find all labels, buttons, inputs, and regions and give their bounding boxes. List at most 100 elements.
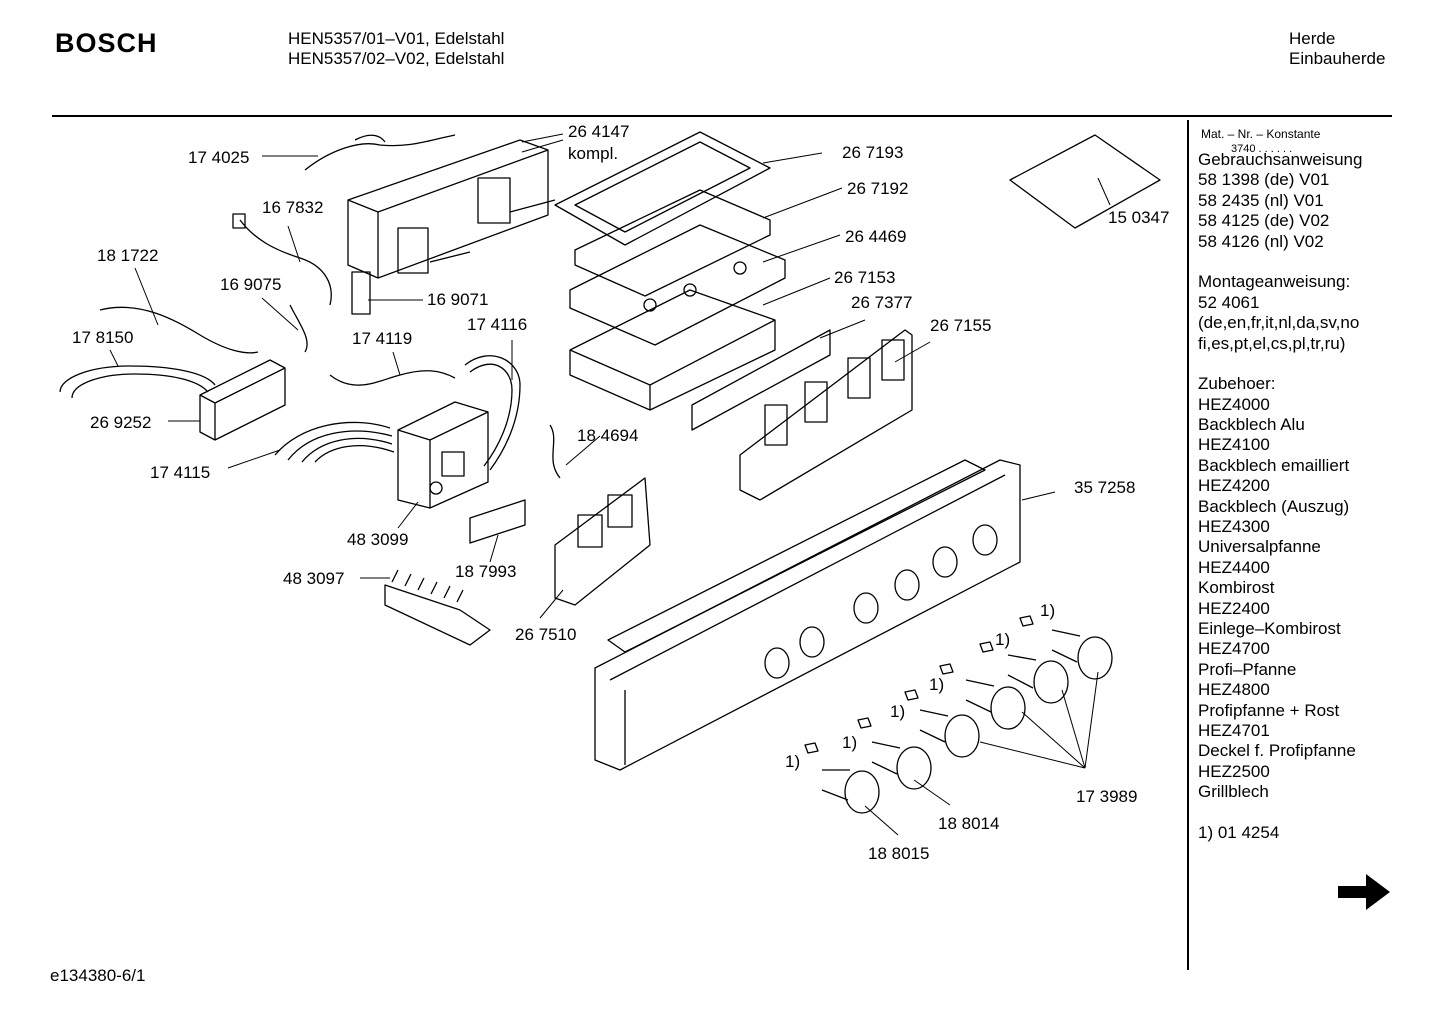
part-label: 26 7193 — [842, 143, 903, 162]
cap-part — [1019, 615, 1034, 627]
header-divider — [52, 115, 1392, 117]
leader-lines — [109, 133, 1111, 836]
terminal-pins — [391, 569, 464, 603]
exploded-parts-diagram: 26 4147 kompl. 17 4025 16 7832 18 1722 1… — [59, 122, 1169, 863]
frame-part — [554, 131, 771, 246]
knob-shaft — [965, 679, 995, 713]
sidebar-info: Gebrauchsanweisung 58 1398 (de) V01 58 2… — [1198, 150, 1362, 843]
cap-part — [904, 689, 919, 701]
sidebar-line: Zubehoer: — [1198, 374, 1276, 394]
drawing-code: e134380-6/1 — [50, 966, 146, 985]
part-label: 17 4115 — [150, 463, 210, 482]
sidebar-line: 58 4126 (nl) V02 — [1198, 231, 1324, 251]
sidebar-line: Backblech (Auszug) — [1198, 496, 1350, 516]
sidebar-gap — [1198, 252, 1362, 272]
cable-part — [287, 430, 393, 461]
sidebar-line: 52 4061 — [1198, 292, 1260, 312]
housing-edge — [569, 319, 776, 410]
module-window — [441, 451, 465, 477]
part-label: 18 7993 — [455, 562, 516, 581]
sidebar-line: 58 4125 (de) V02 — [1198, 211, 1330, 231]
part-label: 18 8014 — [938, 814, 999, 833]
cable-part — [469, 363, 513, 467]
connector — [232, 213, 246, 229]
knob-hole — [932, 546, 958, 578]
part-label: 18 4694 — [577, 426, 638, 445]
knob-hole — [972, 524, 998, 556]
knob-shaft — [1007, 654, 1037, 689]
part-label: 17 8150 — [72, 328, 133, 347]
part-label: 35 7258 — [1074, 478, 1135, 497]
cable-part — [329, 370, 456, 386]
sidebar-line: HEZ4000 — [1198, 394, 1270, 414]
category-line-2: Einbauherde — [1289, 49, 1386, 68]
part-label: 17 3989 — [1076, 787, 1137, 806]
mount-hole — [643, 298, 657, 312]
cap-part — [804, 742, 819, 754]
bracket-part — [739, 329, 913, 501]
cable-part — [274, 421, 391, 456]
bracket-part — [554, 477, 651, 606]
knob — [1033, 660, 1069, 704]
brand-logo: BOSCH — [55, 28, 158, 58]
switch-block — [397, 227, 429, 274]
cable-part — [99, 306, 259, 354]
cable-part — [71, 373, 209, 399]
part-label: 17 4025 — [188, 148, 249, 167]
cable-part — [301, 437, 393, 463]
part-label: 18 8015 — [868, 844, 929, 863]
panel-trim — [607, 459, 986, 653]
sidebar-line: Universalpfanne — [1198, 537, 1321, 557]
part-label: 1) — [890, 702, 905, 721]
knob-hole — [894, 569, 920, 601]
sidebar-line: Montageanweisung: — [1198, 272, 1351, 292]
sidebar-gap — [1198, 803, 1362, 823]
part-label: 16 9075 — [220, 275, 281, 294]
switch-block — [477, 177, 511, 224]
part-label: 26 4147 — [568, 122, 629, 141]
plate-part — [469, 499, 526, 544]
sidebar-line: HEZ4700 — [1198, 639, 1270, 659]
knob — [990, 686, 1026, 730]
sidebar-line: Backblech emailliert — [1198, 455, 1350, 475]
switch-block — [881, 339, 905, 381]
category-line-1: Herde — [1289, 29, 1336, 48]
sidebar-line: Grillblech — [1198, 782, 1269, 802]
cable-part — [464, 355, 521, 471]
housing-part — [574, 189, 771, 297]
cap-part — [939, 663, 954, 675]
part-label: 26 7192 — [847, 179, 908, 198]
sidebar-line: Deckel f. Profipfanne — [1198, 741, 1356, 761]
cable-part — [354, 134, 386, 143]
sidebar-line: (de,en,fr,it,nl,da,sv,no — [1198, 313, 1360, 333]
cable-part — [304, 134, 456, 171]
mount-hole — [683, 283, 697, 297]
model-line-2: HEN5357/02–V02, Edelstahl — [288, 49, 505, 68]
panel-edge — [609, 474, 1006, 765]
part-label: 1) — [842, 733, 857, 752]
sidebar-line: Gebrauchsanweisung — [1198, 150, 1363, 169]
sidebar-line: HEZ2500 — [1198, 761, 1270, 781]
sidebar-line: Profipfanne + Rost — [1198, 700, 1340, 720]
cable-part — [289, 304, 308, 353]
bracket-part — [347, 139, 549, 279]
board-edge — [199, 367, 286, 440]
part-label: 26 7155 — [930, 316, 991, 335]
sidebar-gap — [1198, 354, 1362, 374]
mat-value: 3740 . . . . . . — [1231, 143, 1293, 155]
knob-hole — [799, 626, 825, 658]
sidebar-line: Einlege–Kombirost — [1198, 618, 1341, 638]
cable-part — [59, 365, 216, 393]
arrow-right-icon[interactable] — [1336, 870, 1392, 919]
part-label: 17 4116 — [467, 315, 527, 334]
knob-hole — [764, 647, 790, 679]
part-label: 16 7832 — [262, 198, 323, 217]
cable-part — [239, 219, 332, 306]
part-label: 26 7377 — [851, 293, 912, 312]
switch-block — [577, 514, 603, 548]
part-label: 16 9071 — [427, 290, 488, 309]
sidebar-line: HEZ4400 — [1198, 557, 1270, 577]
bracket-edge — [347, 149, 549, 213]
switch-block — [764, 404, 788, 446]
switch-block — [847, 357, 871, 399]
